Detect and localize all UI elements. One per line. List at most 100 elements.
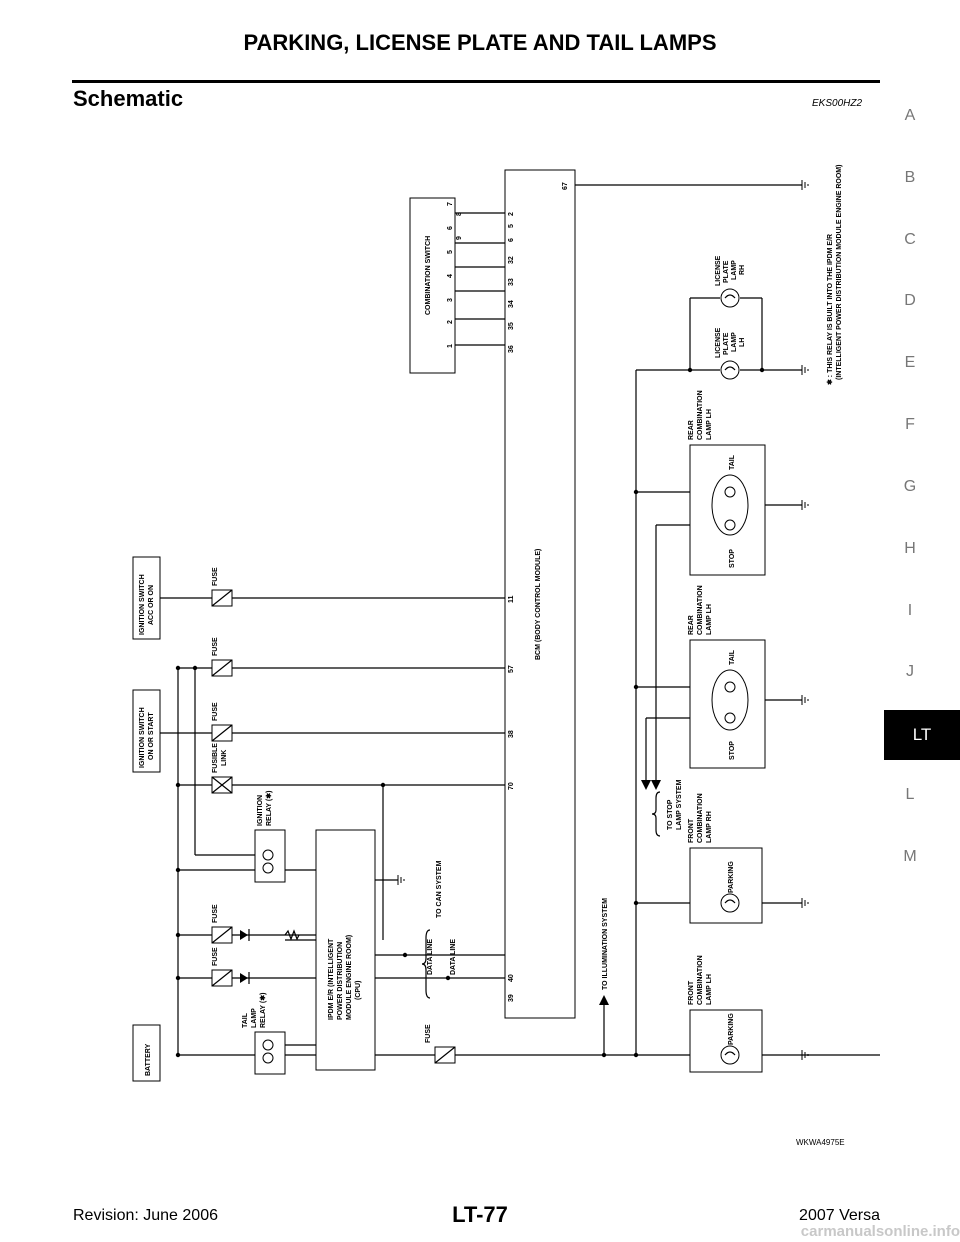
bcm-label: BCM (BODY CONTROL MODULE) xyxy=(535,549,542,660)
lic-rh-label-2: PLATE xyxy=(723,260,730,283)
data-line-label-2: DATA LINE xyxy=(450,939,457,975)
tail-relay-label-1: TAIL xyxy=(242,1012,249,1028)
cs-pin-8: 8 xyxy=(456,212,463,216)
front-rh-label-1: FRONT xyxy=(688,818,695,843)
bcm-pin-32: 32 xyxy=(508,256,515,264)
ipdm-label-1: IPDM E/R (INTELLIGENT xyxy=(328,938,335,1020)
ign-acc-label-2: ACC OR ON xyxy=(148,585,155,625)
rear-upper-label-1: REAR xyxy=(688,420,695,440)
front-rh-label-3: LAMP RH xyxy=(706,811,713,843)
side-index-g[interactable]: G xyxy=(903,478,917,495)
bcm-pin-39: 39 xyxy=(508,994,515,1002)
components xyxy=(132,169,766,1082)
combination-switch-box xyxy=(409,197,456,374)
tail-label-upper: TAIL xyxy=(729,454,736,470)
fuse-label-1: FUSE xyxy=(212,567,219,586)
tail-relay-label-3: RELAY (✱) xyxy=(259,993,267,1028)
footer-model: 2007 Versa xyxy=(799,1207,880,1224)
cs-pin-4: 4 xyxy=(447,274,454,278)
side-index-j[interactable]: J xyxy=(906,663,914,680)
side-index-h[interactable]: H xyxy=(904,540,916,557)
cs-pin-2: 2 xyxy=(447,320,454,324)
bcm-pin-57: 57 xyxy=(508,665,515,673)
lic-rh-label-3: LAMP xyxy=(731,260,738,280)
rear-lower-label-2: COMBINATION xyxy=(697,585,704,635)
side-index-e[interactable]: E xyxy=(904,354,916,371)
page-header-title: PARKING, LICENSE PLATE AND TAIL LAMPS xyxy=(243,30,717,55)
rear-lower-label-1: REAR xyxy=(688,615,695,635)
stop-label-lower: STOP xyxy=(729,741,736,760)
rear-upper-label-3: LAMP LH xyxy=(706,409,713,440)
side-index-i[interactable]: I xyxy=(907,602,913,619)
bcm-pin-34: 34 xyxy=(508,300,515,308)
ipdm-label-4: (CPU) xyxy=(355,981,362,1000)
side-index-l[interactable]: L xyxy=(905,786,915,803)
lic-lh-label-3: LAMP xyxy=(731,332,738,352)
bcm-pin-70: 70 xyxy=(508,782,515,790)
ipdm-box xyxy=(315,829,376,1071)
side-index-b[interactable]: B xyxy=(904,169,916,186)
to-stop-label-1: TO STOP xyxy=(667,799,674,830)
parking-label-rh: PARKING xyxy=(728,861,735,893)
bcm-pin-33: 33 xyxy=(508,278,515,286)
bcm-pin-2: 2 xyxy=(508,212,515,216)
bcm-box xyxy=(504,169,576,1019)
side-index-lt-active[interactable]: LT xyxy=(884,710,960,760)
ground-symbols xyxy=(397,180,809,1060)
fusible-link-label-2: LINK xyxy=(221,750,228,766)
fuse-label-4: FUSE xyxy=(212,904,219,923)
ignition-switch-on-start-box xyxy=(132,689,161,773)
fuses xyxy=(211,589,456,1064)
tail-label-lower: TAIL xyxy=(729,649,736,665)
cs-pin-7: 7 xyxy=(447,202,454,206)
bcm-pin-40: 40 xyxy=(508,974,515,982)
bcm-pin-38: 38 xyxy=(508,730,515,738)
data-line-label-1: DATA LINE xyxy=(427,939,434,975)
fuse-label-5: FUSE xyxy=(212,947,219,966)
fuse-label-3: FUSE xyxy=(212,702,219,721)
ign-start-label-1: IGNITION SWITCH xyxy=(139,707,146,768)
bcm-pin-11: 11 xyxy=(508,595,515,603)
side-index-f[interactable]: F xyxy=(905,416,915,433)
side-index-a[interactable]: A xyxy=(904,107,916,124)
battery-box xyxy=(132,1024,161,1082)
note-line-2: (INTELLIGENT POWER DISTRIBUTION MODULE E… xyxy=(836,165,843,380)
front-lamp-rh-box xyxy=(689,847,763,924)
fuse-label-6: FUSE xyxy=(425,1024,432,1043)
figure-code: WKWA4975E xyxy=(796,1138,845,1147)
to-stop-label-2: LAMP SYSTEM xyxy=(676,779,683,830)
watermark-text: carmanualsonline.info xyxy=(800,1223,960,1240)
bcm-pin-6: 6 xyxy=(508,238,515,242)
front-lh-label-3: LAMP LH xyxy=(706,974,713,1005)
comb-switch-label: COMBINATION SWITCH xyxy=(425,236,432,315)
side-index-d[interactable]: D xyxy=(904,292,916,309)
lic-lh-label-1: LICENSE xyxy=(715,327,722,358)
to-illum-label: TO ILLUMINATION SYSTEM xyxy=(602,898,609,990)
side-index-m[interactable]: M xyxy=(903,848,917,865)
fusible-link-label-1: FUSIBLE xyxy=(212,743,219,773)
lic-lh-label-4: LH xyxy=(739,338,746,347)
parking-label-lh: PARKING xyxy=(728,1013,735,1045)
cs-pin-6: 6 xyxy=(447,226,454,230)
footer-revision: Revision: June 2006 xyxy=(73,1207,218,1224)
header-rule xyxy=(72,80,880,83)
ign-relay-label-2: RELAY (✱) xyxy=(265,791,273,826)
stop-label-upper: STOP xyxy=(729,549,736,568)
battery-label: BATTERY xyxy=(145,1043,152,1076)
bcm-pin-36: 36 xyxy=(508,345,515,353)
lic-rh-label-1: LICENSE xyxy=(715,255,722,286)
lic-rh-label-4: RH xyxy=(739,265,746,275)
fuse-label-2: FUSE xyxy=(212,637,219,656)
ign-acc-label-1: IGNITION SWITCH xyxy=(139,574,146,635)
rear-lower-label-3: LAMP LH xyxy=(706,604,713,635)
ipdm-label-2: POWER DISTRIBUTION xyxy=(337,942,344,1020)
side-index-c[interactable]: C xyxy=(904,231,916,248)
ignition-switch-acc-on-box xyxy=(132,556,161,640)
ign-relay-label-1: IGNITION xyxy=(257,795,264,826)
diagram-labels: BATTERY IGNITION SWITCH ON OR START IGNI… xyxy=(139,165,843,1076)
footer-page-number: LT-77 xyxy=(452,1202,508,1227)
cs-pin-3: 3 xyxy=(447,298,454,302)
tail-relay-label-2: LAMP xyxy=(251,1008,258,1028)
cs-pin-1: 1 xyxy=(447,344,454,348)
